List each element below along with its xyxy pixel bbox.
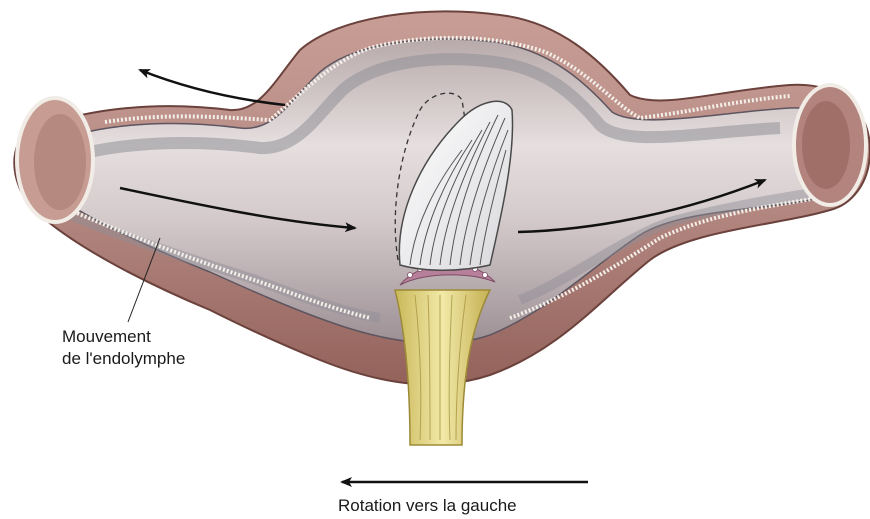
rotation-label: Rotation vers la gauche [338,496,517,515]
left-canal-inner [34,114,86,210]
right-canal-inner [802,101,850,189]
endolymph-label-line2: de l'endolymphe [62,349,185,368]
endolymph-label-line1: Mouvement [62,327,151,346]
